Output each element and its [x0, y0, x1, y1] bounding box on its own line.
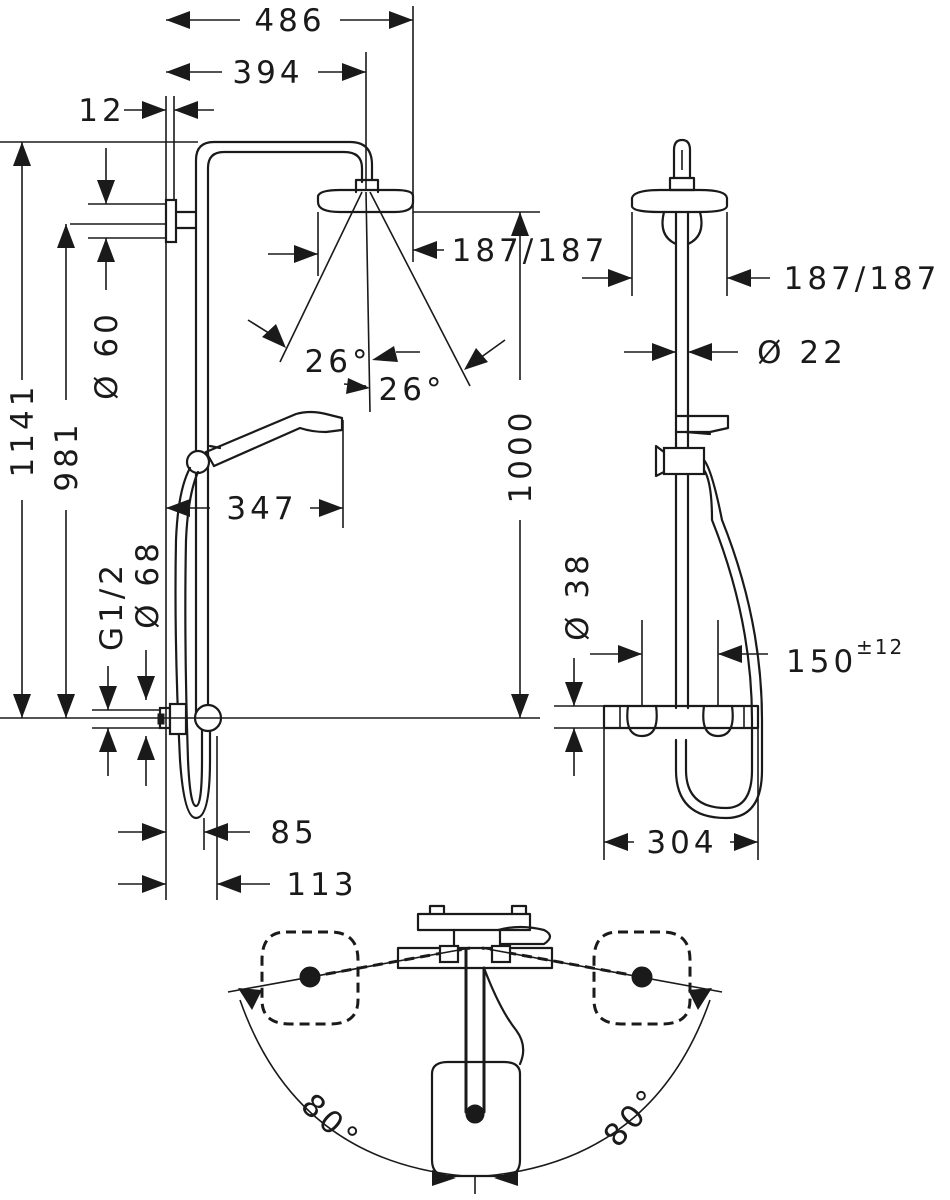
- dim-60-label: Ø 60: [89, 310, 125, 400]
- side-hand-shower: [674, 414, 730, 434]
- dim-22: Ø 22: [624, 335, 847, 371]
- dim-68-label: Ø 68: [130, 539, 166, 629]
- hand-shower: [204, 410, 344, 468]
- dim-26a-label: 26°: [305, 344, 372, 380]
- dim-26b-label: 26°: [379, 372, 446, 408]
- dim-68-g12: Ø 68 G1/2: [94, 539, 166, 786]
- hose: [174, 466, 212, 820]
- dim-187-side-label: 187/187: [784, 261, 941, 297]
- angle-arc-right: [485, 999, 711, 1177]
- top-view: 80° 80°: [227, 904, 723, 1194]
- dim-486-label: 486: [254, 3, 325, 39]
- dim-1141: 1141: [5, 142, 41, 718]
- spray-angle-lines: [279, 191, 471, 413]
- riser-pipe: [194, 140, 374, 720]
- dim-150-label: 150: [786, 644, 857, 680]
- dim-347: 347: [166, 491, 343, 527]
- dim-12: 12: [78, 93, 214, 129]
- dim-304-label: 304: [646, 825, 717, 861]
- dim-38-label: Ø 38: [560, 551, 596, 641]
- front-view: [0, 6, 540, 900]
- dim-113-label: 113: [286, 867, 357, 903]
- dim-394-label: 394: [232, 55, 303, 91]
- dim-85-label: 85: [270, 815, 317, 851]
- dim-g12-label: G1/2: [94, 561, 130, 651]
- dim-981: 981: [49, 224, 85, 718]
- dim-80a-label: 80°: [294, 1087, 368, 1159]
- dim-60: Ø 60: [89, 148, 125, 400]
- dim-85: 85: [118, 815, 317, 851]
- dim-1000-label: 1000: [503, 409, 539, 504]
- angle-arc-left: [239, 999, 465, 1177]
- dim-187-front-label: 187/187: [452, 233, 609, 269]
- dim-486: 486: [166, 3, 413, 39]
- dim-38: Ø 38: [560, 551, 596, 776]
- dim-187-side: 187/187: [582, 261, 941, 297]
- dim-1000: 1000: [503, 212, 539, 718]
- dim-1141-label: 1141: [5, 383, 41, 478]
- wall-bracket: [164, 198, 178, 244]
- dim-26-angles: 26° 26°: [247, 319, 506, 408]
- dim-394: 394: [166, 55, 366, 91]
- dim-981-label: 981: [49, 420, 85, 491]
- dim-80b-label: 80°: [597, 1080, 669, 1154]
- dim-304: 304: [604, 825, 758, 861]
- side-view: [554, 138, 764, 860]
- dim-113: 113: [118, 867, 357, 903]
- handle-rotated-left: [260, 930, 360, 1026]
- side-hose: [674, 458, 764, 820]
- dim-187-front: 187/187: [268, 233, 609, 269]
- dim-347-label: 347: [226, 491, 297, 527]
- dim-150-tolerance: ±12: [856, 635, 904, 659]
- dim-150: 150 ±12: [590, 635, 904, 680]
- side-overhead-shower: [630, 188, 729, 214]
- dim-12-label: 12: [78, 93, 125, 129]
- handle-rotated-right: [592, 930, 692, 1026]
- side-slider: [662, 446, 706, 476]
- dim-22-label: Ø 22: [757, 335, 847, 371]
